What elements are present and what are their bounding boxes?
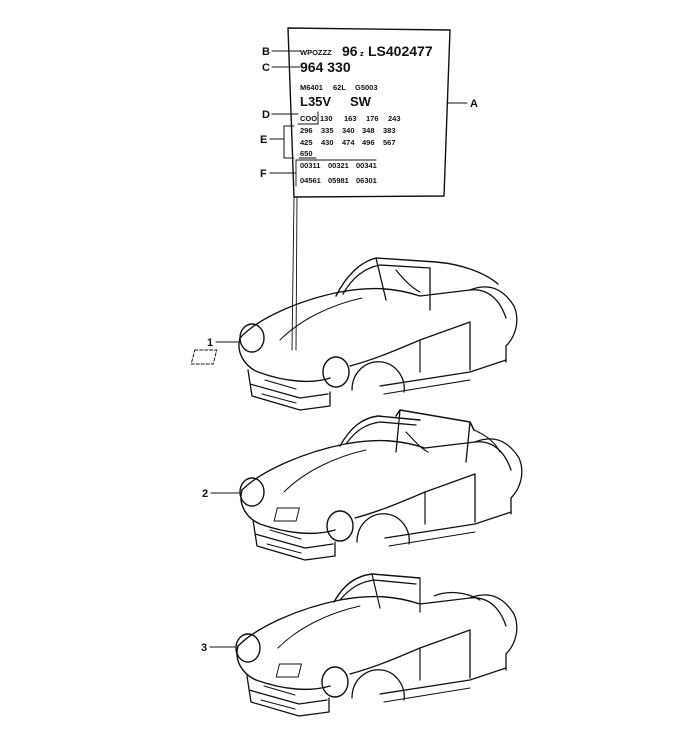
headlight-icon [239,323,265,353]
callout-d: D [262,109,270,121]
headlight-icon [322,356,350,388]
code-cell: 348 [362,126,375,135]
code-cell: 335 [321,126,334,135]
type-number: 964 330 [300,59,351,75]
headlight-icon [326,510,354,542]
option-cell: 06301 [356,176,377,185]
code-cell: 474 [342,138,355,147]
callout-e: E [260,134,267,146]
cabriolet-body-shell [235,573,518,717]
variant-callout-1: 1 [207,337,239,349]
code-cell: 340 [342,126,355,135]
option-cell: 00311 [300,161,320,170]
engine-code: M6401 [300,83,323,92]
option-cell: 00321 [328,161,349,170]
plate-location-leader [291,196,298,351]
option-cell: 00341 [356,161,377,170]
vin-prefix: WPOZZZ [300,48,332,57]
code-cell: 130 [320,114,333,123]
vin-serial: LS402477 [368,43,433,59]
callout-f: F [260,168,267,180]
extra-option-rows: 00311 00321 00341 04561 05981 06301 [295,159,377,187]
code-label: COO [300,114,317,123]
code-cell: 296 [300,126,313,135]
callout-a: A [470,98,478,110]
gearbox-code: G5003 [355,83,378,92]
engine-size: 62L [333,83,346,92]
option-cell: 05981 [328,176,349,185]
callout-b: B [262,46,270,58]
paint-code: L35V [300,94,331,109]
variant-callout-2: 2 [202,488,240,500]
variant-callout-3: 3 [201,642,236,654]
coupe-body-shell [190,257,518,411]
vehicle-data-plate: WPOZZZ 96 z LS402477 964 330 M6401 62L G… [287,27,451,198]
code-cell: 176 [366,114,379,123]
headlight-icon [235,633,261,663]
code-cell: 163 [344,114,357,123]
code-cell: 650 [300,149,313,158]
option-cell: 04561 [300,176,321,185]
callout-c: C [262,62,270,74]
option-code-rows: 130 163 176 243 296 335 340 348 383 425 … [298,114,401,159]
headlight-icon [239,477,265,507]
code-cell: 430 [321,138,334,147]
targa-body-shell [239,409,523,561]
vin-year: z [360,49,364,58]
code-cell: 496 [362,138,375,147]
vin-model: 96 [342,43,358,59]
interior-code: SW [350,94,372,109]
code-cell: 425 [300,138,313,147]
variant-label: 1 [207,337,213,349]
code-cell: 567 [383,138,396,147]
variant-label: 3 [201,642,207,654]
code-cell: 383 [383,126,396,135]
plate-callouts: B C D E F A [260,46,478,180]
variant-label: 2 [202,488,208,500]
code-cell: 243 [388,114,401,123]
headlight-icon [321,666,349,698]
